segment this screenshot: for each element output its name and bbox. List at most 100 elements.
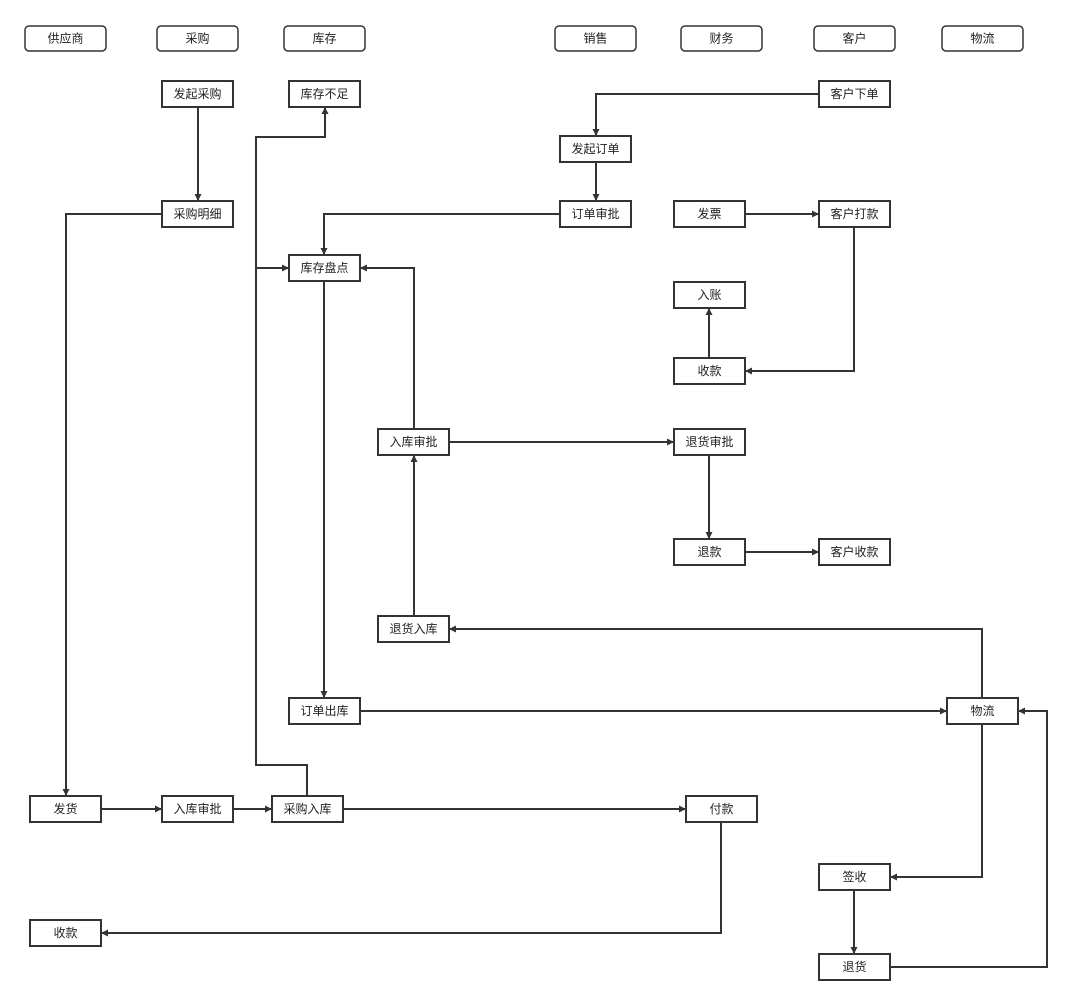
- lane-header-sales: 销售: [554, 25, 637, 52]
- node-order-approval-label: 订单审批: [571, 206, 619, 221]
- lane-header-logistics: 物流: [941, 25, 1024, 52]
- node-purchase-detail-box: [161, 200, 234, 228]
- node-stock-short: 库存不足: [288, 80, 361, 108]
- node-purchase-inbound-box: [271, 795, 344, 823]
- node-customer-receive-refund-box: [818, 538, 891, 566]
- lane-header-sales-box: [554, 25, 637, 52]
- node-pay-label: 付款: [709, 802, 733, 816]
- node-collection-sup-label: 收款: [53, 926, 77, 940]
- node-start-purchase: 发起采购: [161, 80, 234, 108]
- lane-header-supplier: 供应商: [24, 25, 107, 52]
- lane-header-customer: 客户: [813, 25, 896, 52]
- node-inbound-approval-pur-box: [161, 795, 234, 823]
- node-return-inbound-box: [377, 615, 450, 643]
- node-collection-sup-box: [29, 919, 102, 947]
- node-sign-label: 签收: [842, 869, 866, 884]
- lane-header-inventory-label: 库存: [312, 31, 336, 46]
- node-purchase-detail: 采购明细: [161, 200, 234, 228]
- node-logistics-node-label: 物流: [970, 704, 994, 718]
- edges-layer: [62, 93, 1048, 968]
- edge-purchase-detail-to-ship: [62, 213, 162, 796]
- node-invoice-label: 发票: [697, 206, 721, 221]
- node-ship: 发货: [29, 795, 102, 823]
- node-return-goods-label: 退货: [842, 959, 866, 974]
- node-customer-receive-refund: 客户收款: [818, 538, 891, 566]
- node-sign: 签收: [818, 863, 891, 891]
- node-customer-pay: 客户打款: [818, 200, 891, 228]
- lane-header-logistics-box: [941, 25, 1024, 52]
- node-collection-sup: 收款: [29, 919, 102, 947]
- node-collection-fin-box: [673, 357, 746, 385]
- node-invoice: 发票: [673, 200, 746, 228]
- node-inbound-approval-inv: 入库审批: [377, 428, 450, 456]
- edge-customer-pay-to-collection-fin: [745, 227, 855, 375]
- nodes-layer: 发起采购采购明细库存不足库存盘点客户下单发起订单订单审批发票客户打款入账收款入库…: [29, 80, 1019, 981]
- node-refund-box: [673, 538, 746, 566]
- lane-header-finance-box: [680, 25, 763, 52]
- node-purchase-detail-label: 采购明细: [173, 206, 221, 221]
- node-customer-order: 客户下单: [818, 80, 891, 108]
- node-start-purchase-label: 发起采购: [173, 86, 221, 101]
- node-order-approval-box: [559, 200, 632, 228]
- lane-header-inventory: 库存: [283, 25, 366, 52]
- lane-header-purchase: 采购: [156, 25, 239, 52]
- lane-header-customer-label: 客户: [842, 31, 866, 46]
- node-inbound-approval-inv-label: 入库审批: [389, 434, 437, 449]
- node-collection-fin-label: 收款: [697, 364, 721, 378]
- node-return-goods: 退货: [818, 953, 891, 981]
- node-return-approval-box: [673, 428, 746, 456]
- node-order-outbound-label: 订单出库: [300, 703, 348, 718]
- node-customer-order-box: [818, 80, 891, 108]
- lane-header-finance-label: 财务: [709, 31, 733, 46]
- node-purchase-inbound: 采购入库: [271, 795, 344, 823]
- node-ship-box: [29, 795, 102, 823]
- node-stocktake: 库存盘点: [288, 254, 361, 282]
- edge-inbound-approval-inv-to-stocktake: [360, 264, 415, 429]
- node-purchase-inbound-label: 采购入库: [283, 801, 331, 816]
- node-stocktake-label: 库存盘点: [300, 260, 348, 275]
- node-stock-short-box: [288, 80, 361, 108]
- node-ship-label: 发货: [53, 801, 77, 816]
- node-return-approval-label: 退货审批: [685, 434, 733, 449]
- node-logistics-node-box: [946, 697, 1019, 725]
- edge-logistics-node-to-sign: [890, 724, 983, 881]
- node-return-inbound-label: 退货入库: [389, 621, 437, 636]
- edge-order-approval-to-stocktake: [320, 213, 560, 255]
- node-customer-receive-refund-label: 客户收款: [830, 544, 878, 559]
- node-start-order-label: 发起订单: [571, 141, 619, 156]
- node-inbound-approval-pur-label: 入库审批: [173, 801, 221, 816]
- node-refund: 退款: [673, 538, 746, 566]
- lane-header-logistics-label: 物流: [970, 32, 994, 46]
- node-start-order-box: [559, 135, 632, 163]
- node-booking-box: [673, 281, 746, 309]
- node-logistics-node: 物流: [946, 697, 1019, 725]
- lane-header-inventory-box: [283, 25, 366, 52]
- node-stocktake-box: [288, 254, 361, 282]
- node-booking-label: 入账: [697, 288, 721, 302]
- node-refund-label: 退款: [697, 545, 721, 559]
- lane-header-purchase-box: [156, 25, 239, 52]
- node-return-approval: 退货审批: [673, 428, 746, 456]
- node-order-outbound-box: [288, 697, 361, 725]
- node-pay: 付款: [685, 795, 758, 823]
- node-stock-short-label: 库存不足: [300, 86, 348, 101]
- edge-pay-to-collection-sup: [101, 822, 722, 937]
- lane-header-finance: 财务: [680, 25, 763, 52]
- node-start-purchase-box: [161, 80, 234, 108]
- node-return-inbound: 退货入库: [377, 615, 450, 643]
- edge-customer-order-to-start-order: [592, 93, 819, 136]
- lane-header-supplier-label: 供应商: [47, 31, 83, 46]
- lane-header-customer-box: [813, 25, 896, 52]
- edge-purchase-inbound-to-stock-short: [255, 107, 329, 796]
- node-sign-box: [818, 863, 891, 891]
- lane-header-sales-label: 销售: [583, 31, 607, 46]
- node-customer-order-label: 客户下单: [830, 86, 878, 101]
- edge-return-goods-to-logistics-node: [890, 707, 1048, 968]
- node-collection-fin: 收款: [673, 357, 746, 385]
- node-start-order: 发起订单: [559, 135, 632, 163]
- node-invoice-box: [673, 200, 746, 228]
- node-customer-pay-box: [818, 200, 891, 228]
- node-return-goods-box: [818, 953, 891, 981]
- node-order-outbound: 订单出库: [288, 697, 361, 725]
